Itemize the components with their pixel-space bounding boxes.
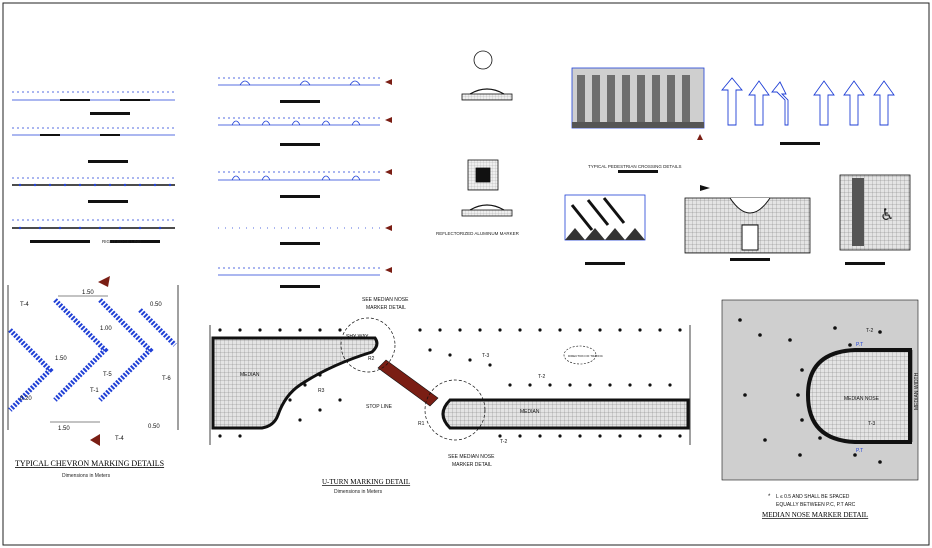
gully-section-detail — [684, 185, 811, 261]
label-stop-line: STOP LINE — [366, 404, 393, 410]
arrow-markings — [721, 77, 895, 145]
label-r3: R3 — [318, 388, 325, 394]
label-t6: T-6 — [162, 376, 171, 382]
label-150-diag: 1.50 — [55, 356, 67, 362]
label-see-median-nose-top: SEE MEDIAN NOSE — [362, 297, 409, 303]
u-turn-marking-detail — [209, 317, 691, 445]
median-nose-title: MEDIAN NOSE MARKER DETAIL — [762, 511, 868, 519]
svg-text:♿: ♿ — [880, 205, 894, 224]
reflector-title: REFLECTORIZED ALUMINUM MARKER — [436, 231, 520, 236]
right-edge-line-label: RIGHT EDGE LINE — [102, 239, 141, 244]
u-turn-studs — [218, 328, 682, 438]
note-asterisk: * — [768, 494, 771, 500]
label-t3-nose: T-3 — [868, 421, 875, 427]
note-line-1: L ≤ 0.5 AND SHALL BE SPACED — [776, 494, 850, 500]
label-pt-bottom: P.T — [856, 448, 863, 454]
label-t5: T-5 — [103, 372, 112, 378]
label-r2: R2 — [368, 356, 375, 362]
label-median-width: MEDIAN WIDTH — [914, 372, 920, 410]
pedestrian-crossing — [571, 67, 705, 173]
label-020: 0.20 — [20, 396, 32, 402]
label-t2-b: T-2 — [500, 439, 507, 445]
chevron-small-detail — [564, 194, 646, 265]
chevron-title: TYPICAL CHEVRON MARKING DETAILS — [15, 459, 164, 468]
label-t2-a: T-2 — [538, 374, 545, 380]
u-turn-title: U-TURN MARKING DETAIL — [322, 478, 410, 486]
u-turn-subtitle: Dimensions in Meters — [334, 489, 383, 495]
label-100: 1.00 — [100, 326, 112, 332]
label-t3: T-3 — [482, 353, 489, 359]
label-t4-top: T-4 — [20, 302, 29, 308]
chevron-labels: T-4 1.50 0.50 1.00 1.50 T-5 T-6 T-1 0.20… — [20, 290, 171, 442]
label-see-median-nose-bottom: SEE MEDIAN NOSE — [448, 454, 495, 460]
label-direction: DIRECTION OF TRAFFIC — [568, 354, 604, 358]
label-shy-way: SHY WAY — [346, 334, 369, 340]
label-t1: T-1 — [90, 388, 99, 394]
center-line-details — [218, 77, 380, 288]
label-t2-nose: T-2 — [866, 328, 873, 334]
reflector-marker-details — [461, 50, 513, 217]
label-median-right: MEDIAN — [520, 409, 540, 415]
label-marker-detail-bottom: MARKER DETAIL — [452, 462, 492, 468]
chevron-marking-detail — [7, 276, 179, 446]
label-150-top: 1.50 — [82, 290, 94, 296]
label-median-left: MEDIAN — [240, 372, 260, 378]
label-median-nose: MEDIAN NOSE — [844, 396, 880, 402]
median-nose-studs — [738, 318, 882, 464]
label-150-bottom: 1.50 — [58, 426, 70, 432]
chevron-subtitle: Dimensions in Meters — [62, 473, 111, 479]
lane-marking-dots — [18, 183, 172, 230]
pedestrian-title: TYPICAL PEDESTRIAN CROSSING DETAILS — [588, 164, 682, 169]
label-050-bottom: 0.50 — [148, 424, 160, 430]
label-050-top: 0.50 — [150, 302, 162, 308]
lane-marking-details — [12, 91, 175, 243]
label-r1: R1 — [418, 421, 425, 427]
median-nose-labels: MEDIAN NOSE MEDIAN WIDTH T-2 T-3 P.T P.T… — [776, 328, 920, 508]
label-pt-top: P.T — [856, 342, 863, 348]
median-nose-detail — [721, 299, 919, 481]
handicap-ramp-detail: ♿ — [839, 174, 911, 265]
note-line-2: EQUALLY BETWEEN P.C, P.T ARC — [776, 502, 856, 508]
label-marker-detail-top: MARKER DETAIL — [366, 305, 406, 311]
label-t4-bottom: T-4 — [115, 436, 124, 442]
u-turn-labels: SEE MEDIAN NOSE MARKER DETAIL SHY WAY ME… — [240, 297, 604, 468]
center-line-arrows — [385, 79, 392, 273]
